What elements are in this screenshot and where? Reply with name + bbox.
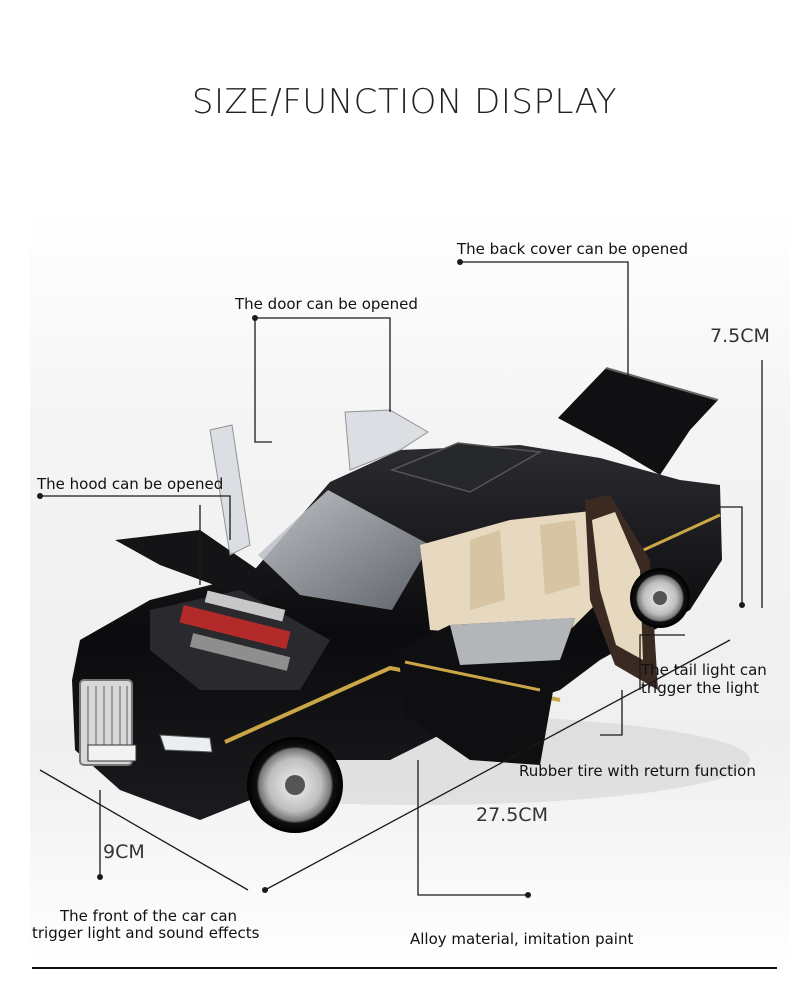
label-rubber-tire: Rubber tire with return function — [519, 762, 756, 780]
dimension-width: 9CM — [103, 841, 145, 863]
bottom-divider — [32, 967, 777, 969]
label-back-cover: The back cover can be opened — [457, 240, 688, 258]
leader-lines — [39, 261, 763, 896]
hood — [115, 530, 280, 600]
trunk-lid — [558, 368, 718, 475]
headlight — [159, 734, 213, 753]
dimension-height: 7.5CM — [710, 325, 770, 347]
grille — [79, 679, 133, 766]
label-alloy: Alloy material, imitation paint — [410, 930, 634, 948]
dimension-length: 27.5CM — [476, 804, 548, 826]
windshield — [258, 490, 430, 610]
label-front-line2: trigger light and sound effects — [32, 924, 260, 942]
leader-dots — [37, 259, 745, 898]
stray-glyph: 橡 — [516, 740, 532, 758]
license-plate — [87, 744, 137, 762]
label-door: The door can be opened — [235, 295, 418, 313]
hood-door-left — [209, 424, 251, 556]
label-tail-light-line2: trigger the light — [641, 679, 760, 697]
sunroof — [389, 442, 543, 493]
label-front-line1: The front of the car can — [60, 907, 238, 925]
label-tail-light-line1: The tail light can — [641, 661, 767, 679]
front-door-top — [344, 409, 429, 471]
page-title: SIZE/FUNCTION DISPLAY — [191, 82, 618, 122]
label-hood: The hood can be opened — [37, 475, 224, 493]
